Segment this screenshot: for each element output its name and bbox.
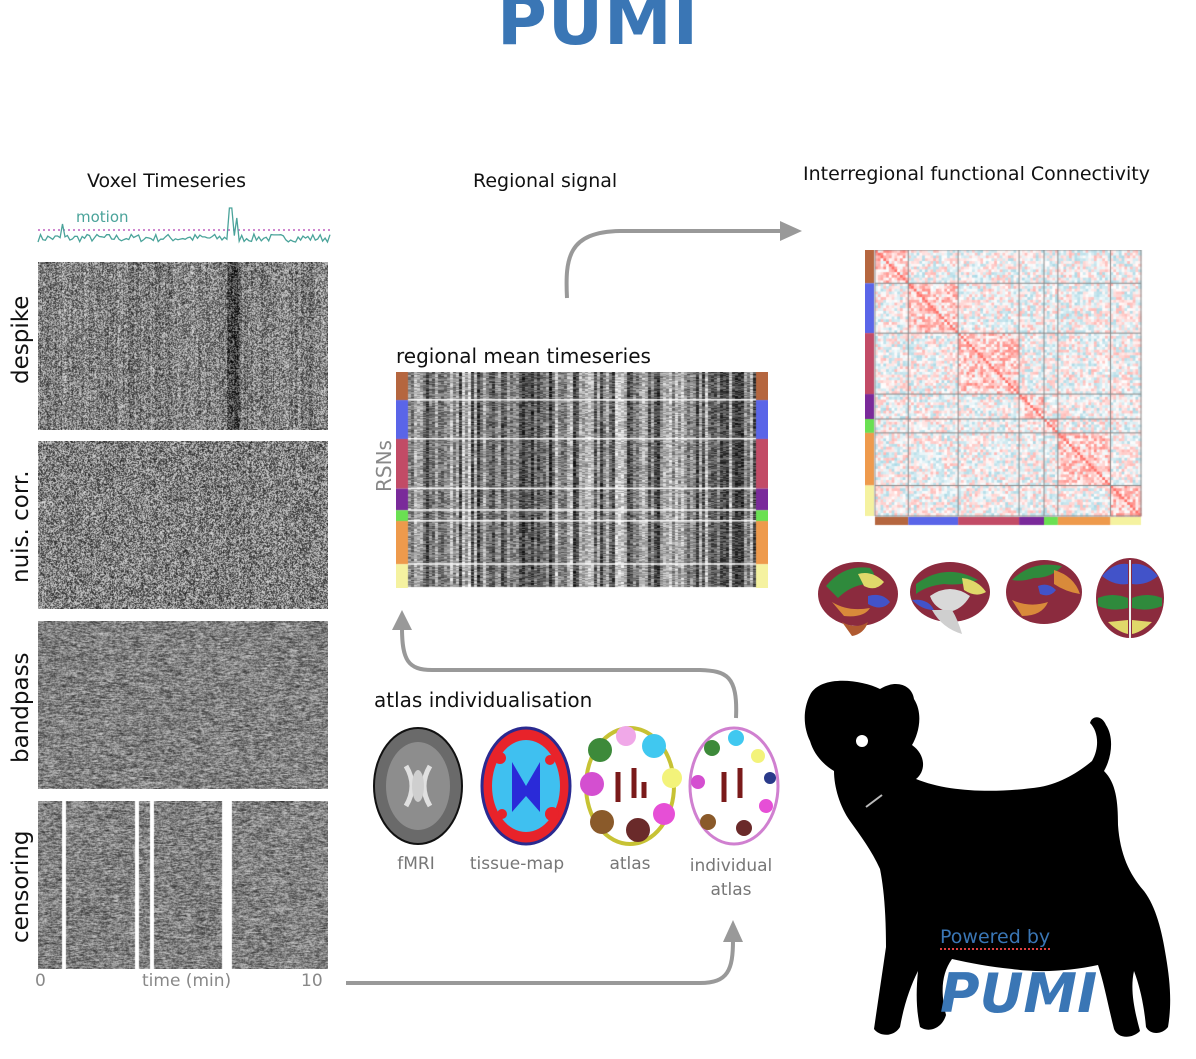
voxel-timeseries-heading: Voxel Timeseries bbox=[87, 170, 246, 192]
page-title: PUMI bbox=[496, 0, 700, 61]
motion-label: motion bbox=[76, 208, 129, 226]
powered-by-text: Powered by bbox=[940, 926, 1051, 950]
brain-medial-icon bbox=[910, 562, 990, 634]
tissue-map-brain-icon bbox=[480, 726, 572, 846]
brain-lateral-right-icon bbox=[1006, 560, 1082, 624]
atlas-heading: atlas individualisation bbox=[374, 688, 593, 712]
brain-superior-icon bbox=[1096, 558, 1164, 638]
arrow-to-individual-atlas bbox=[346, 939, 735, 985]
dog-collar bbox=[865, 794, 883, 808]
arrowhead-individual-atlas bbox=[723, 920, 743, 942]
arrow-to-connectivity bbox=[564, 229, 790, 299]
connectivity-heading: Interregional functional Connectivity bbox=[803, 163, 1150, 185]
pumi-dog-logo bbox=[804, 680, 1171, 1037]
x-axis-end: 10 bbox=[301, 971, 323, 991]
atlas-brain-row bbox=[373, 726, 780, 846]
dog-silhouette bbox=[804, 680, 1171, 1037]
connectivity-matrix bbox=[865, 250, 1143, 526]
motion-line bbox=[37, 207, 331, 244]
regional-mean-heading: regional mean timeseries bbox=[396, 344, 651, 368]
fmri-brain-icon bbox=[373, 727, 463, 845]
individual-atlas-brain-icon bbox=[688, 726, 780, 846]
regional-signal-heading: Regional signal bbox=[473, 170, 618, 192]
dog-eye bbox=[856, 735, 868, 747]
regional-mean-timeseries bbox=[396, 372, 768, 588]
x-axis-start: 0 bbox=[35, 971, 46, 991]
brain-renders bbox=[818, 558, 1164, 638]
arrowhead-regional bbox=[392, 610, 412, 630]
atlas-caption-fmri: fMRI bbox=[397, 854, 435, 874]
nuis-corr-panel bbox=[38, 441, 328, 609]
arrowhead-connectivity bbox=[780, 221, 802, 241]
atlas-brain-icon bbox=[580, 726, 682, 846]
censoring-panel bbox=[38, 801, 328, 969]
despike-panel bbox=[38, 262, 328, 430]
motion-trace bbox=[37, 207, 331, 244]
atlas-caption-tissue-map: tissue-map bbox=[469, 854, 565, 874]
bandpass-panel bbox=[38, 621, 328, 789]
brain-lateral-icon bbox=[818, 562, 898, 636]
pumi-logo-text: PUMI bbox=[940, 962, 1098, 1025]
atlas-caption-atlas: atlas bbox=[609, 854, 651, 874]
arrow-to-regional bbox=[400, 627, 739, 719]
x-axis-label: time (min) bbox=[142, 971, 232, 991]
atlas-caption-individual: individual atlas bbox=[689, 856, 773, 900]
